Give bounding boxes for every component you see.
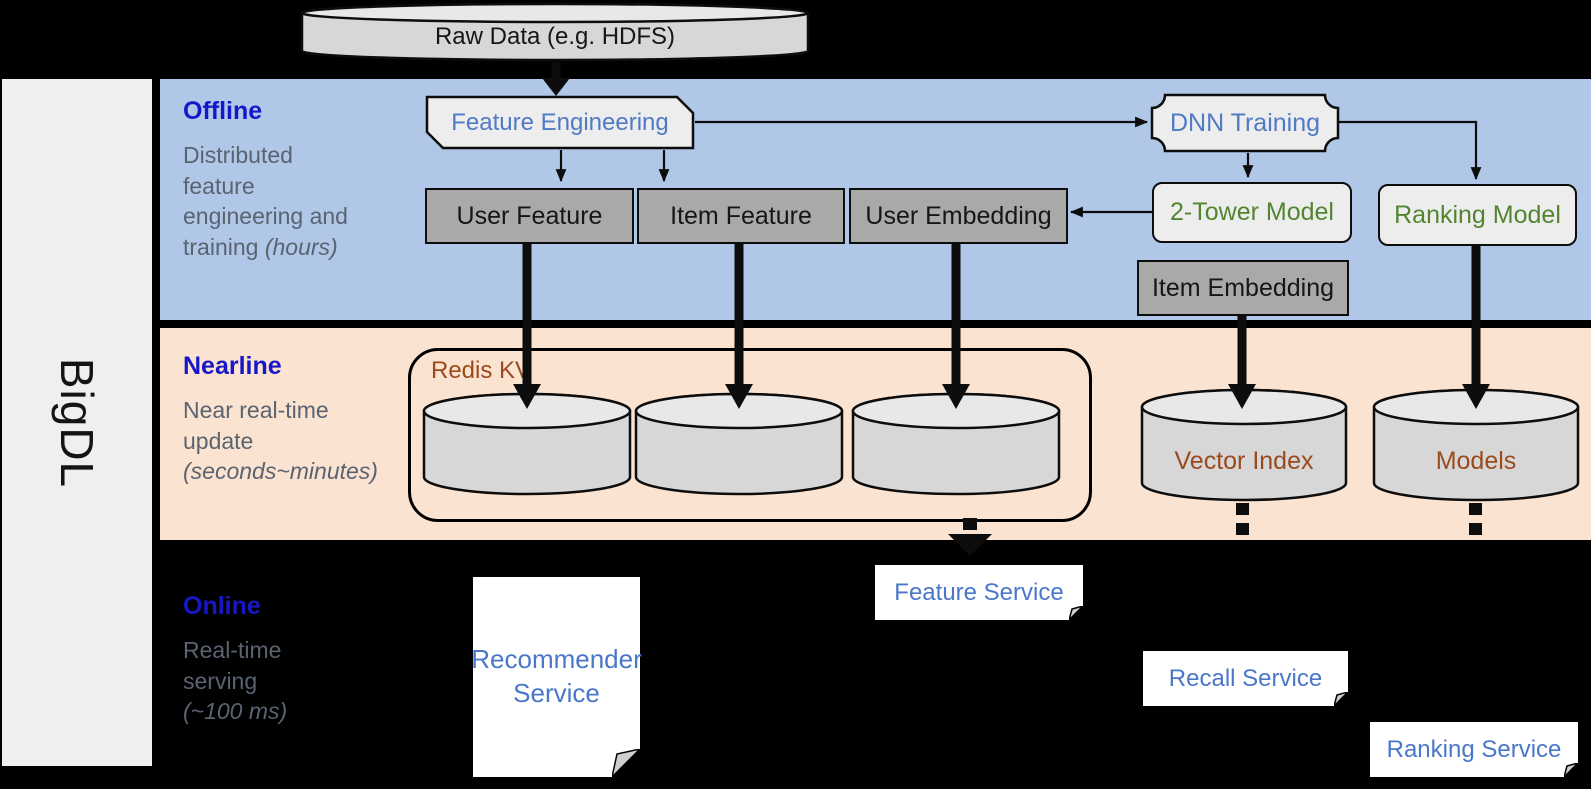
redis-kv-label: Redis KV <box>431 357 532 384</box>
plaque-shape <box>1150 93 1340 153</box>
cylinder-icon <box>1140 388 1348 502</box>
ranking-service-node: Ranking Service <box>1370 722 1578 777</box>
redis-kv-container: Redis KV <box>408 348 1092 522</box>
cylinder-icon <box>851 392 1061 496</box>
offline-description: Distributed feature engineering and trai… <box>183 140 368 262</box>
dnn-training-node: DNN Training <box>1150 93 1340 153</box>
page-fold-icon <box>1564 763 1578 777</box>
online-title: Online <box>183 592 261 620</box>
redis-shard-cylinder-3 <box>851 392 1061 496</box>
ranking-service-label: Ranking Service <box>1386 735 1562 763</box>
snip-corner-shape <box>425 95 695 150</box>
models-label: Models <box>1435 447 1517 476</box>
raw-data-label: Raw Data (e.g. HDFS) <box>434 23 676 50</box>
recall-service-node: Recall Service <box>1143 651 1348 706</box>
user-embedding-node: User Embedding <box>849 188 1068 244</box>
vector-index-store: Vector Index <box>1140 388 1348 502</box>
page-fold-icon <box>1334 692 1348 706</box>
bigdl-brand-label: BigDL <box>50 357 103 488</box>
feature-engineering-node: Feature Engineering <box>425 95 695 150</box>
page-fold-icon <box>1069 606 1083 620</box>
cylinder-icon <box>634 392 844 496</box>
nearline-desc-text: Near real-time update <box>183 397 329 454</box>
dnn-training-label: DNN Training <box>1169 108 1321 137</box>
online-desc-text: Real-time serving <box>183 637 282 694</box>
cylinder-icon <box>1372 388 1580 502</box>
feature-engineering-label: Feature Engineering <box>451 108 669 136</box>
item-embedding-label: Item Embedding <box>1151 273 1335 302</box>
nearline-desc-note: (seconds~minutes) <box>183 458 378 485</box>
two-tower-model-label: 2-Tower Model <box>1170 198 1334 226</box>
redis-shard-cylinder-1 <box>422 392 632 496</box>
two-tower-model-node: 2-Tower Model <box>1152 182 1352 243</box>
feature-service-node: Feature Service <box>875 565 1083 620</box>
ranking-model-node: Ranking Model <box>1378 184 1577 246</box>
models-store: Models <box>1372 388 1580 502</box>
offline-desc-note: (hours) <box>264 233 338 260</box>
offline-title: Offline <box>183 97 263 125</box>
user-embedding-label: User Embedding <box>865 201 1052 230</box>
user-feature-node: User Feature <box>425 188 634 244</box>
cylinder-icon <box>422 392 632 496</box>
feature-service-label: Feature Service <box>894 578 1064 606</box>
vector-index-label: Vector Index <box>1174 447 1314 476</box>
recommender-service-label: Recommender Service <box>471 644 642 708</box>
recall-service-label: Recall Service <box>1168 664 1323 692</box>
online-description: Real-time serving (~100 ms) <box>183 635 403 727</box>
user-feature-label: User Feature <box>456 201 603 230</box>
offline-desc-text: Distributed feature engineering and trai… <box>183 142 348 260</box>
redis-shard-cylinder-2 <box>634 392 844 496</box>
cylinder-icon <box>300 2 810 62</box>
bigdl-sidebar: BigDL <box>2 79 152 766</box>
online-desc-note: (~100 ms) <box>183 698 288 725</box>
item-feature-label: Item Feature <box>670 201 812 230</box>
offline-band-label: Offline Distributed feature engineering … <box>183 97 383 262</box>
nearline-description: Near real-time update (seconds~minutes) <box>183 395 423 487</box>
ranking-model-label: Ranking Model <box>1394 200 1561 229</box>
page-fold-icon <box>612 749 640 777</box>
nearline-band-label: Nearline Near real-time update (seconds~… <box>183 352 423 487</box>
nearline-title: Nearline <box>183 352 282 380</box>
recommender-service-node: Recommender Service <box>471 577 642 777</box>
item-embedding-node: Item Embedding <box>1137 260 1349 316</box>
raw-data-store: Raw Data (e.g. HDFS) <box>300 2 810 64</box>
online-band-label: Online Real-time serving (~100 ms) <box>183 592 403 727</box>
item-feature-node: Item Feature <box>637 188 845 244</box>
